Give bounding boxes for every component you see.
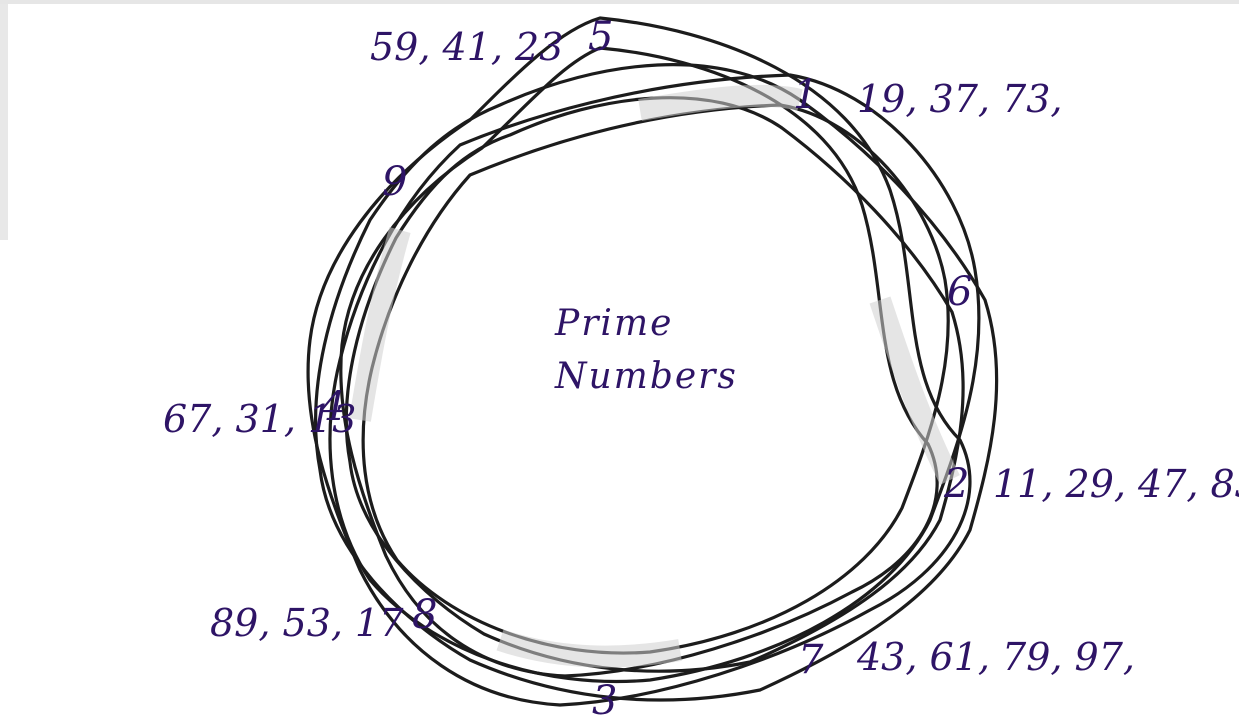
paper-edge-shadow — [0, 0, 8, 240]
primes-list-4: 67, 31, 13 — [163, 397, 356, 441]
node-digit-7: 7 — [798, 637, 824, 683]
primes-list-7: 43, 61, 79, 97, — [856, 635, 1135, 679]
node-digit-9: 9 — [382, 159, 407, 205]
primes-list-5: 59, 41, 23 — [370, 25, 563, 69]
center-title-line-1: Prime — [554, 303, 673, 344]
node-digit-6: 6 — [947, 269, 972, 315]
node-digit-5: 5 — [588, 14, 613, 60]
primes-list-2: 11, 29, 47, 83 — [993, 462, 1239, 506]
primes-list-8: 89, 53, 17 — [210, 601, 404, 645]
center-title-line-2: Numbers — [554, 356, 738, 397]
node-digit-2: 2 — [943, 461, 969, 507]
node-digit-8: 8 — [412, 592, 437, 638]
paper-top-edge — [0, 0, 1239, 4]
node-digit-1: 1 — [793, 72, 818, 118]
node-digit-3: 3 — [592, 678, 617, 719]
primes-list-1: 19, 37, 73, — [857, 77, 1062, 121]
